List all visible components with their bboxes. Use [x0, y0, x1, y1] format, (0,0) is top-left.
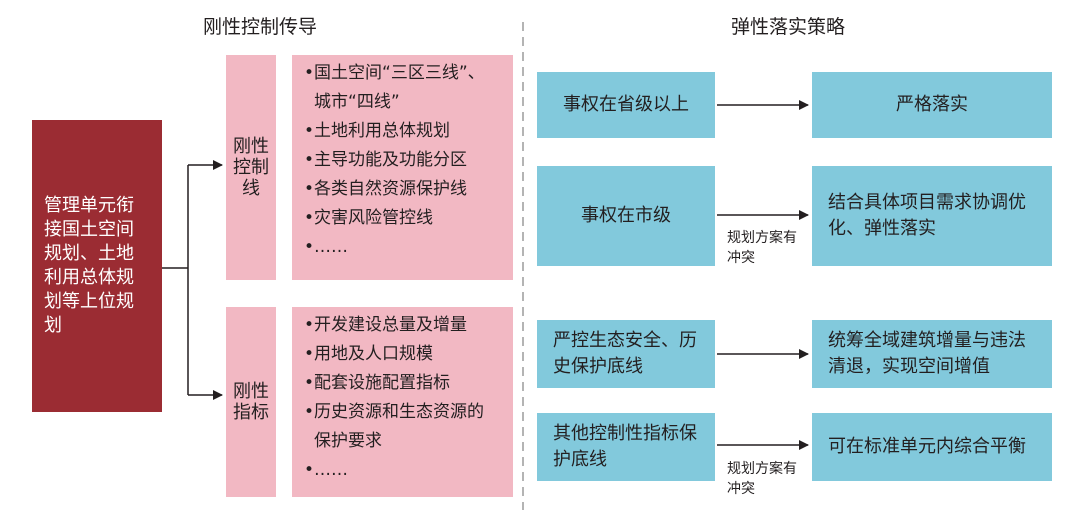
strategy-condition-4: 其他控制性指标保护底线: [537, 413, 715, 481]
source-box-text: 管理单元衔接国土空间规划、土地利用总体规划等上位规划: [44, 195, 134, 336]
rigid-control-label: 刚性控制线: [233, 136, 269, 199]
list-item: •灾害风险管控线: [304, 208, 434, 228]
list-item: •……: [304, 237, 349, 257]
list-item: •历史资源和生态资源的保护要求: [304, 402, 485, 451]
rigid-control-list: •国土空间“三区三线”、城市“四线” •土地利用总体规划 •主导功能及功能分区 …: [292, 55, 513, 280]
list-item: •国土空间“三区三线”、城市“四线”: [304, 63, 485, 112]
rigid-indicator-label-box: 刚性指标: [226, 307, 276, 497]
strategy-condition-2: 事权在市级: [537, 166, 715, 266]
strategy-result-3: 统筹全域建筑增量与违法清退，实现空间增值: [812, 320, 1052, 388]
strategy-result-1-text: 严格落实: [896, 94, 968, 115]
rigid-indicator-list: •开发建设总量及增量 •用地及人口规模 •配套设施配置指标 •历史资源和生态资源…: [292, 307, 513, 497]
conflict-note-2: 规划方案有冲突: [727, 461, 797, 497]
list-item: •……: [304, 460, 349, 480]
strategy-result-2-text: 结合具体项目需求协调优化、弹性落实: [828, 192, 1026, 239]
strategy-result-4: 可在标准单元内综合平衡: [812, 413, 1052, 481]
strategy-condition-4-text: 其他控制性指标保护底线: [553, 423, 697, 470]
list-item: •主导功能及功能分区: [304, 150, 468, 170]
strategy-condition-2-text: 事权在市级: [581, 205, 671, 226]
source-box: 管理单元衔接国土空间规划、土地利用总体规划等上位规划: [32, 120, 162, 412]
strategy-condition-3: 严控生态安全、历史保护底线: [537, 320, 715, 388]
rigid-indicator-label: 刚性指标: [233, 381, 269, 423]
header-flexible-strategy: 弹性落实策略: [730, 16, 845, 38]
strategy-result-4-text: 可在标准单元内综合平衡: [828, 436, 1026, 457]
strategy-result-3-text: 统筹全域建筑增量与违法清退，实现空间增值: [828, 330, 1026, 377]
strategy-condition-1: 事权在省级以上: [537, 72, 715, 138]
header-rigid-transmission: 刚性控制传导: [202, 16, 317, 38]
strategy-condition-3-text: 严控生态安全、历史保护底线: [553, 330, 697, 377]
rigid-control-label-box: 刚性控制线: [226, 55, 276, 280]
list-item: •开发建设总量及增量: [304, 315, 468, 335]
list-item: •土地利用总体规划: [304, 121, 451, 141]
list-item: •配套设施配置指标: [304, 373, 451, 393]
list-item: •各类自然资源保护线: [304, 179, 468, 199]
conflict-note-1: 规划方案有冲突: [727, 230, 797, 266]
strategy-result-2: 结合具体项目需求协调优化、弹性落实: [812, 166, 1052, 266]
strategy-result-1: 严格落实: [812, 72, 1052, 138]
strategy-condition-1-text: 事权在省级以上: [563, 94, 689, 115]
list-item: •用地及人口规模: [304, 344, 434, 364]
